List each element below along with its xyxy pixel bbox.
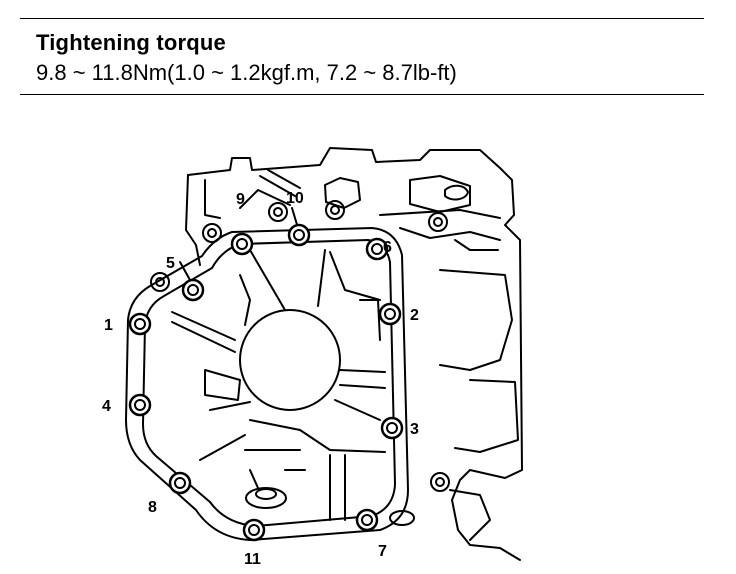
bolt-label-10: 10 (286, 190, 304, 207)
bolt-label-3: 3 (410, 421, 419, 438)
bolt-10-center (293, 229, 305, 241)
bolt-label-9: 9 (236, 191, 245, 208)
bolt-9-center (236, 238, 248, 250)
torque-title: Tightening torque (36, 30, 226, 55)
oil-pan-inner-flange (142, 239, 396, 527)
bolt-label-5: 5 (166, 255, 175, 272)
bolt-label-1: 1 (104, 317, 113, 334)
bolt-label-11: 11 (244, 551, 261, 568)
bolt-label-6: 6 (383, 239, 392, 256)
bolt-2-center (384, 308, 396, 320)
center-boss (239, 309, 341, 411)
bolt-label-8: 8 (148, 499, 157, 516)
bolt-label-4: 4 (102, 398, 111, 415)
bolt-1-center (134, 318, 146, 330)
bolt-label-7: 7 (378, 543, 387, 560)
bolt-4-center (134, 399, 146, 411)
bolt-label-2: 2 (410, 307, 419, 324)
bolt-3-center (386, 422, 398, 434)
bolt-6-center (371, 243, 383, 255)
top-rule (20, 18, 704, 19)
bolt-8-center (174, 477, 186, 489)
bolt-5-center (187, 284, 199, 296)
oil-pan-outer-flange (125, 227, 409, 541)
bolt-11-center (248, 524, 260, 536)
torque-value: 9.8 ~ 11.8Nm(1.0 ~ 1.2kgf.m, 7.2 ~ 8.7lb… (36, 60, 457, 85)
bolt-7-center (361, 514, 373, 526)
bottom-rule (20, 94, 704, 95)
oil-pan-bolt-diagram: 1 2 3 4 5 6 7 8 9 10 11 (102, 147, 523, 568)
engine-block-outline (187, 147, 523, 561)
